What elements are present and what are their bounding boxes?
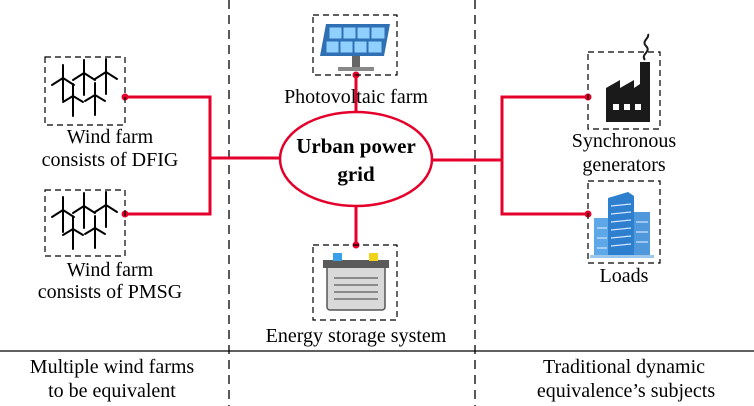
wind-turbines-icon [51, 58, 118, 117]
synchronous-label-line1: Synchronous [571, 130, 677, 152]
battery-icon [323, 253, 389, 311]
factory-icon [606, 33, 650, 122]
footer-left-line2: to be equivalent [48, 380, 176, 402]
footer-left-line1: Multiple wind farms [29, 356, 195, 378]
pmsg-label-line2: consists of PMSG [37, 281, 183, 303]
footer-right-line2: equivalence’s subjects [536, 380, 716, 402]
footer-right-line1: Traditional dynamic [542, 356, 706, 378]
icon-frames [44, 14, 661, 321]
photovoltaic-label: Photovoltaic farm [284, 86, 428, 108]
hub-title-line2: grid [337, 162, 375, 186]
loads-label: Loads [599, 265, 649, 287]
dfig-label-line1: Wind farm [66, 126, 154, 148]
hub-title-line1: Urban power [296, 134, 416, 158]
connectors [125, 75, 588, 245]
buildings-icon [590, 192, 654, 258]
solar-panel-icon [320, 24, 390, 71]
urban-grid-hub [278, 110, 434, 208]
pmsg-label-line1: Wind farm [66, 259, 154, 281]
dfig-label-line2: consists of DFIG [41, 149, 179, 171]
wind-turbines-icon [51, 191, 118, 250]
storage-label: Energy storage system [265, 325, 447, 347]
synchronous-label-line2: generators [582, 154, 666, 176]
